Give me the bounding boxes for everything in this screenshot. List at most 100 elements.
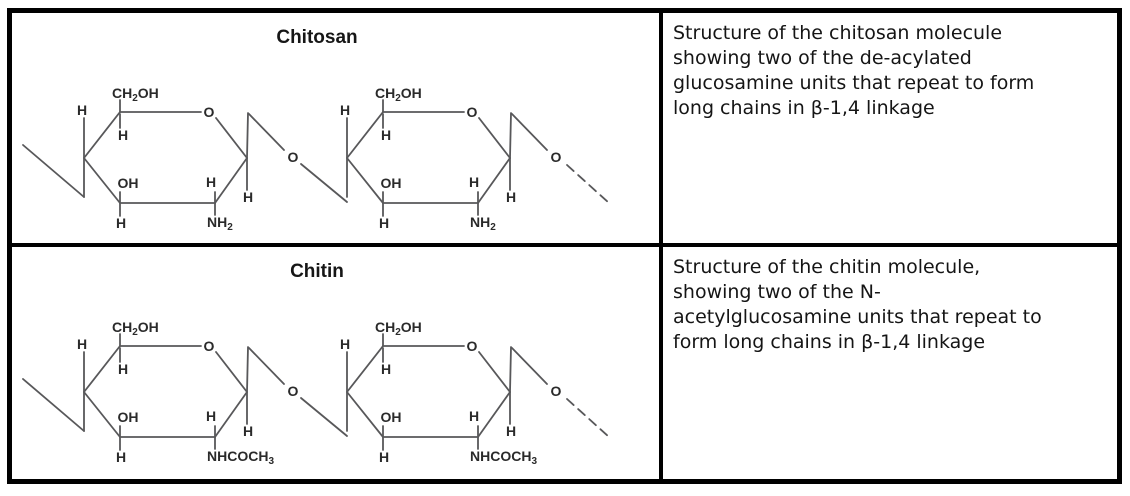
atom-labels: CH2OH O H H OH H H NH2 H O xyxy=(77,85,299,233)
bond-c3-c4 xyxy=(83,157,121,204)
ring-oxygen-label: O xyxy=(204,104,215,120)
bond-o5-c1 xyxy=(215,351,248,393)
bond-c3-c4 xyxy=(346,157,384,204)
sugar-unit-2: CH2OH O H H OH H H NHCOCH3 H O xyxy=(340,319,562,467)
ch2oh-label: CH2OH xyxy=(112,85,159,104)
chain-tail-right-dashed xyxy=(566,164,610,204)
bond-c1-peak xyxy=(246,346,249,393)
h-label-below-c1: H xyxy=(243,189,253,205)
bond-c1-peak xyxy=(509,346,512,393)
h-label-below-c1: H xyxy=(506,423,516,439)
amine-label: NHCOCH3 xyxy=(207,448,274,467)
bond-o5-c1 xyxy=(478,117,511,159)
molecule-title: Chitosan xyxy=(276,27,357,48)
chain-links xyxy=(22,378,610,438)
chain-o-to-ring2 xyxy=(300,397,348,437)
sugar-unit-2: CH2OH O H H OH H H NH2 H O xyxy=(340,85,562,233)
ring-oxygen-label: O xyxy=(467,104,478,120)
h-label-c4: H xyxy=(340,336,350,352)
chain-tail-left xyxy=(22,378,85,432)
bond-peak-glyco-o xyxy=(511,347,548,385)
h-label-below-c3: H xyxy=(116,449,126,465)
ring-bonds xyxy=(83,345,248,438)
atom-labels: CH2OH O H H OH H H NHCOCH3 H O xyxy=(340,319,562,467)
ring-oxygen-label: O xyxy=(467,338,478,354)
amine-label: NH2 xyxy=(470,214,496,233)
chain-links xyxy=(22,144,610,204)
h-label-c5: H xyxy=(381,127,391,143)
table-grid: Chitosan xyxy=(12,13,1117,479)
comparison-table: Chitosan xyxy=(7,8,1122,484)
ch2oh-label: CH2OH xyxy=(112,319,159,338)
oh-label-c3: OH xyxy=(118,409,139,425)
bond-c1-c2 xyxy=(214,157,248,204)
bond-o5-c1 xyxy=(215,117,248,159)
amine-label: NHCOCH3 xyxy=(470,448,537,467)
ring-bonds xyxy=(83,111,248,204)
chitosan-caption: Structure of the chitosan molecule showi… xyxy=(673,22,1035,119)
oh-label-c3: OH xyxy=(118,175,139,191)
h-label-c4: H xyxy=(77,102,87,118)
sugar-unit-1: CH2OH O H H OH H H NHCOCH3 H O xyxy=(77,319,299,467)
chain-tail-right-dashed xyxy=(566,398,610,438)
bond-c1-c2 xyxy=(477,391,511,438)
substituent-bonds xyxy=(83,99,285,217)
h-label-below-c3: H xyxy=(116,215,126,231)
chitosan-structure-cell: Chitosan xyxy=(12,13,663,247)
sugar-unit-1: CH2OH O H H OH H H NH2 H O xyxy=(77,85,299,233)
h-label-c4: H xyxy=(77,336,87,352)
bond-c3-c4 xyxy=(83,391,121,438)
oh-label-c3: OH xyxy=(381,175,402,191)
bond-peak-glyco-o xyxy=(248,347,285,385)
chitin-caption-cell: Structure of the chitin molecule, showin… xyxy=(663,247,1117,479)
bond-peak-glyco-o xyxy=(248,113,285,151)
h-label-c5: H xyxy=(118,127,128,143)
ch2oh-label: CH2OH xyxy=(375,319,422,338)
glycosidic-oxygen-label: O xyxy=(551,149,562,165)
molecule-structure-svg: Chitosan xyxy=(22,27,610,233)
ring-bonds xyxy=(346,345,511,438)
molecule-structure-svg: Chitin xyxy=(22,261,610,467)
substituent-bonds xyxy=(83,333,285,451)
h-label-c5: H xyxy=(118,361,128,377)
h-label-c2: H xyxy=(469,408,479,424)
bond-c3-c4 xyxy=(346,391,384,438)
bond-peak-glyco-o xyxy=(511,113,548,151)
glycosidic-oxygen-label: O xyxy=(288,149,299,165)
h-label-c4: H xyxy=(340,102,350,118)
h-label-c2: H xyxy=(469,174,479,190)
substituent-bonds xyxy=(346,333,548,451)
h-label-below-c3: H xyxy=(379,449,389,465)
chain-o-to-ring2 xyxy=(300,163,348,203)
chitin-caption: Structure of the chitin molecule, showin… xyxy=(673,256,1042,353)
h-label-below-c1: H xyxy=(506,189,516,205)
bond-c4-c5 xyxy=(83,345,121,393)
atom-labels: CH2OH O H H OH H H NH2 H O xyxy=(340,85,562,233)
bond-c1-c2 xyxy=(477,157,511,204)
chitosan-caption-cell: Structure of the chitosan molecule showi… xyxy=(663,13,1117,247)
ring-oxygen-label: O xyxy=(204,338,215,354)
oh-label-c3: OH xyxy=(381,409,402,425)
glycosidic-oxygen-label: O xyxy=(551,383,562,399)
bond-c4-c5 xyxy=(83,111,121,159)
ch2oh-label: CH2OH xyxy=(375,85,422,104)
molecule-title: Chitin xyxy=(290,261,344,282)
bond-c1-c2 xyxy=(214,391,248,438)
chitin-structure-cell: Chitin xyxy=(12,247,663,479)
glycosidic-oxygen-label: O xyxy=(288,383,299,399)
ring-bonds xyxy=(346,111,511,204)
h-label-c2: H xyxy=(206,408,216,424)
h-label-below-c1: H xyxy=(243,423,253,439)
h-label-below-c3: H xyxy=(379,215,389,231)
bond-o5-c1 xyxy=(478,351,511,393)
bond-c1-peak xyxy=(246,112,249,159)
amine-label: NH2 xyxy=(207,214,233,233)
chain-tail-left xyxy=(22,144,85,198)
atom-labels: CH2OH O H H OH H H NHCOCH3 H O xyxy=(77,319,299,467)
h-label-c5: H xyxy=(381,361,391,377)
bond-c4-c5 xyxy=(346,345,384,393)
substituent-bonds xyxy=(346,99,548,217)
h-label-c2: H xyxy=(206,174,216,190)
bond-c1-peak xyxy=(509,112,512,159)
